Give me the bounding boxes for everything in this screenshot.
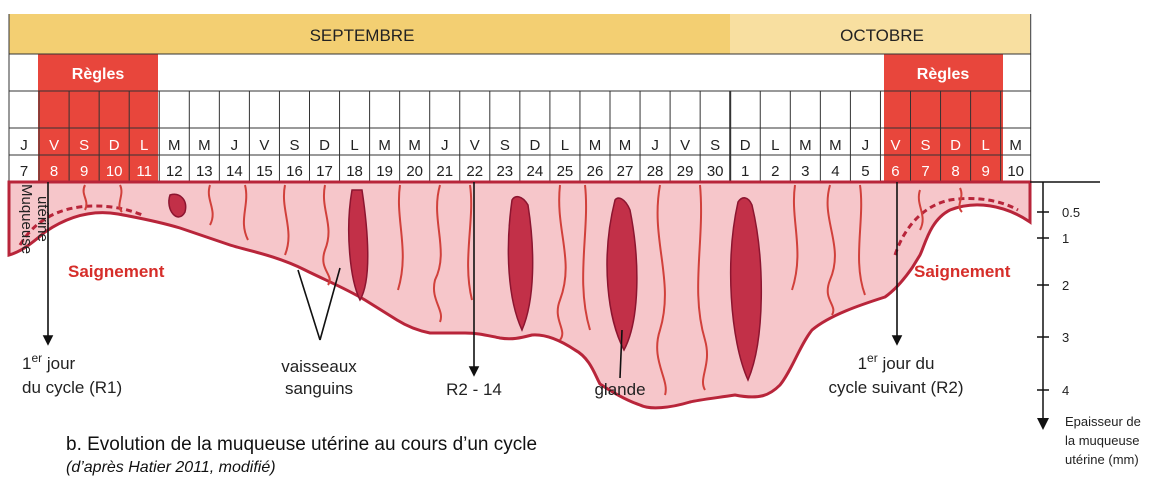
weekday-label: J: [651, 137, 659, 154]
weekday-label: S: [921, 137, 931, 154]
day1-label-line1: 1er jour: [22, 351, 76, 373]
date-label: 24: [527, 163, 544, 180]
axis-tick-label: 2: [1062, 278, 1069, 293]
date-label: 9: [981, 163, 989, 180]
date-label: 18: [346, 163, 363, 180]
date-label: 25: [557, 163, 574, 180]
vessels-label-line2: sanguins: [285, 379, 353, 398]
axis-tick-label: 4: [1062, 383, 1069, 398]
weekday-label: S: [710, 137, 720, 154]
date-label: 28: [647, 163, 664, 180]
regles-label-2: Règles: [917, 66, 970, 83]
date-label: 27: [617, 163, 634, 180]
date-label: 9: [80, 163, 88, 180]
date-label: 15: [256, 163, 273, 180]
regles-label-1: Règles: [72, 66, 125, 83]
weekday-label: M: [198, 137, 211, 154]
weekday-label: J: [862, 137, 870, 154]
weekday-label: D: [529, 137, 540, 154]
date-label: 2: [771, 163, 779, 180]
date-label: 7: [20, 163, 28, 180]
weekday-label: J: [20, 137, 28, 154]
axis-tick-label: 3: [1062, 330, 1069, 345]
date-label: 21: [436, 163, 453, 180]
axis-title-line1: Epaisseur de: [1065, 414, 1141, 429]
month-october: OCTOBRE: [840, 26, 924, 45]
weekday-label: D: [319, 137, 330, 154]
month-september: SEPTEMBRE: [310, 26, 415, 45]
date-label: 8: [951, 163, 959, 180]
weekday-label: L: [561, 137, 569, 154]
weekday-label: J: [231, 137, 239, 154]
date-label: 12: [166, 163, 183, 180]
weekday-label: J: [441, 137, 449, 154]
date-label: 29: [677, 163, 694, 180]
weekday-label: M: [168, 137, 181, 154]
date-label: 11: [136, 163, 152, 180]
weekday-label: V: [49, 137, 59, 154]
date-label: 7: [921, 163, 929, 180]
bleeding-label-right: Saignement: [914, 262, 1011, 281]
weekday-label: V: [680, 137, 690, 154]
weekday-label: L: [771, 137, 779, 154]
vessels-label-line1: vaisseaux: [281, 357, 357, 376]
weekday-label: D: [109, 137, 120, 154]
date-label: 5: [861, 163, 869, 180]
day1-label-line2: du cycle (R1): [22, 378, 122, 397]
side-label-1: Muqueuse: [18, 184, 35, 254]
axis-tick-label: 0.5: [1062, 205, 1080, 220]
weekday-label: M: [619, 137, 632, 154]
weekday-label: M: [378, 137, 391, 154]
date-label: 23: [496, 163, 513, 180]
figure-source: (d’après Hatier 2011, modifié): [66, 459, 276, 477]
gland-label: glande: [594, 380, 645, 399]
date-label: 14: [226, 163, 243, 180]
weekday-label: V: [890, 137, 900, 154]
date-label: 17: [316, 163, 333, 180]
weekday-label: V: [259, 137, 269, 154]
r2-14-label: R2 - 14: [446, 380, 502, 399]
calendar-days: J7V8S9D10L11M12M13J14V15S16D17L18M19M20J…: [20, 137, 1024, 180]
date-label: 16: [286, 163, 303, 180]
weekday-label: M: [408, 137, 421, 154]
axis-tick-label: 1: [1062, 231, 1069, 246]
date-label: 13: [196, 163, 213, 180]
weekday-label: M: [1009, 137, 1022, 154]
weekday-label: D: [950, 137, 961, 154]
weekday-label: S: [79, 137, 89, 154]
date-label: 10: [1007, 163, 1024, 180]
weekday-label: S: [289, 137, 299, 154]
weekday-label: M: [829, 137, 842, 154]
next-cycle-label-line1: 1er jour du: [858, 351, 935, 373]
date-label: 3: [801, 163, 809, 180]
date-label: 1: [741, 163, 749, 180]
date-label: 10: [106, 163, 123, 180]
thickness-axis: 0.5 1 2 3 4: [1030, 182, 1100, 430]
date-label: 19: [376, 163, 393, 180]
weekday-label: M: [799, 137, 812, 154]
date-label: 20: [406, 163, 423, 180]
date-label: 8: [50, 163, 58, 180]
date-label: 26: [587, 163, 604, 180]
weekday-label: L: [350, 137, 358, 154]
axis-title-line3: utérine (mm): [1065, 452, 1139, 467]
weekday-label: D: [740, 137, 751, 154]
weekday-label: L: [140, 137, 148, 154]
weekday-label: M: [589, 137, 602, 154]
weekday-label: L: [981, 137, 989, 154]
next-cycle-label-line2: cycle suivant (R2): [828, 378, 963, 397]
date-label: 4: [831, 163, 839, 180]
date-label: 22: [466, 163, 483, 180]
axis-title-line2: la muqueuse: [1065, 433, 1139, 448]
weekday-label: S: [500, 137, 510, 154]
date-label: 6: [891, 163, 899, 180]
date-label: 30: [707, 163, 724, 180]
weekday-label: V: [470, 137, 480, 154]
bleeding-label-left: Saignement: [68, 262, 165, 281]
figure-caption: b. Evolution de la muqueuse utérine au c…: [66, 434, 537, 456]
